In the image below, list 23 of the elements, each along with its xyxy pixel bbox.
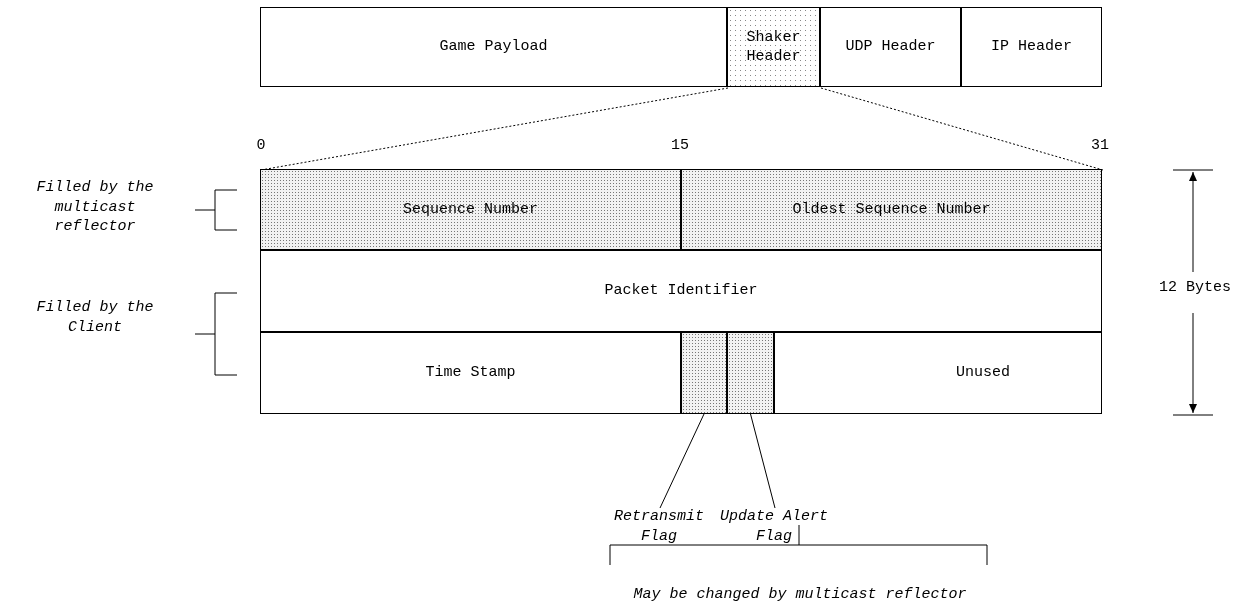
leader-line bbox=[659, 413, 705, 509]
header-field: Time Stamp bbox=[260, 332, 681, 414]
packet-field: Shaker Header bbox=[727, 7, 820, 87]
note-text: Filled by the multicast reflector bbox=[35, 178, 155, 237]
bit-number: 0 bbox=[255, 136, 267, 156]
flag-label: Retransmit Flag bbox=[609, 507, 709, 551]
bit-number: 31 bbox=[1090, 136, 1110, 156]
header-field: Oldest Sequence Number bbox=[681, 169, 1102, 250]
header-field: Unused bbox=[774, 332, 1102, 414]
note-text: May be changed by multicast reflector bbox=[632, 585, 968, 605]
note-text: Filled by the Client bbox=[35, 298, 155, 337]
header-layout-box bbox=[260, 169, 1102, 414]
flag-label: Update Alert Flag bbox=[719, 507, 829, 551]
flag-bit-box bbox=[727, 332, 774, 414]
header-field: Sequence Number bbox=[260, 169, 681, 250]
dimension-label: 12 Bytes bbox=[1158, 278, 1232, 298]
packet-field: IP Header bbox=[961, 7, 1102, 87]
header-field: Packet Identifier bbox=[260, 250, 1102, 332]
packet-field: Game Payload bbox=[260, 7, 727, 87]
leader-line bbox=[750, 413, 776, 509]
bit-number: 15 bbox=[670, 136, 690, 156]
flag-bit-box bbox=[681, 332, 727, 414]
packet-field: UDP Header bbox=[820, 7, 961, 87]
